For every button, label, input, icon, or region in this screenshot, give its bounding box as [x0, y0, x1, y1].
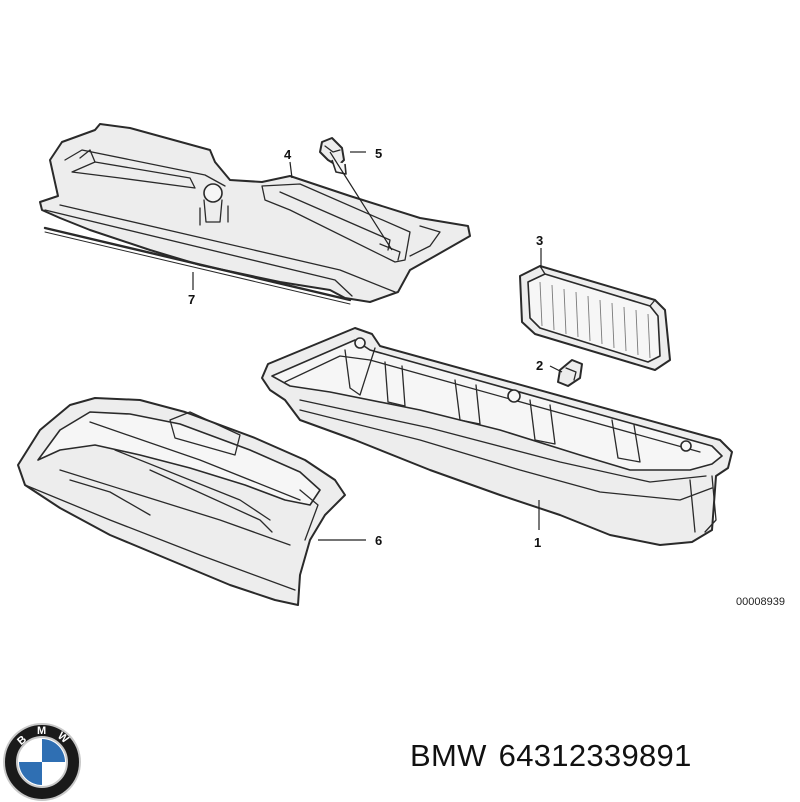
- part-4-upper-cover: [39, 123, 471, 303]
- leader-4: [289, 161, 293, 179]
- leader-2: [549, 365, 563, 373]
- leader-5b: [329, 151, 393, 251]
- callout-3: 3: [536, 233, 543, 248]
- brand-name: BMW: [410, 738, 487, 773]
- bmw-logo: B M W: [3, 723, 81, 801]
- part-number: 64312339891: [498, 738, 692, 773]
- callout-7: 7: [188, 292, 195, 307]
- callout-2: 2: [536, 358, 543, 373]
- part-6-lower-cover: [17, 397, 346, 606]
- part-3-filter: [519, 265, 671, 371]
- part-7-seal: [43, 226, 352, 305]
- leader-lines: [192, 151, 563, 541]
- part-2-clip: [557, 359, 583, 387]
- callout-1: 1: [534, 535, 541, 550]
- svg-text:M: M: [37, 725, 46, 737]
- diagram-reference-number: 00008939: [736, 596, 785, 608]
- callout-5: 5: [375, 146, 382, 161]
- footer-part-label: BMW 64312339891: [410, 738, 704, 774]
- callout-6: 6: [375, 533, 382, 548]
- callout-4: 4: [284, 147, 292, 162]
- part-1-housing: [261, 327, 733, 546]
- part-5-clip: [319, 137, 347, 175]
